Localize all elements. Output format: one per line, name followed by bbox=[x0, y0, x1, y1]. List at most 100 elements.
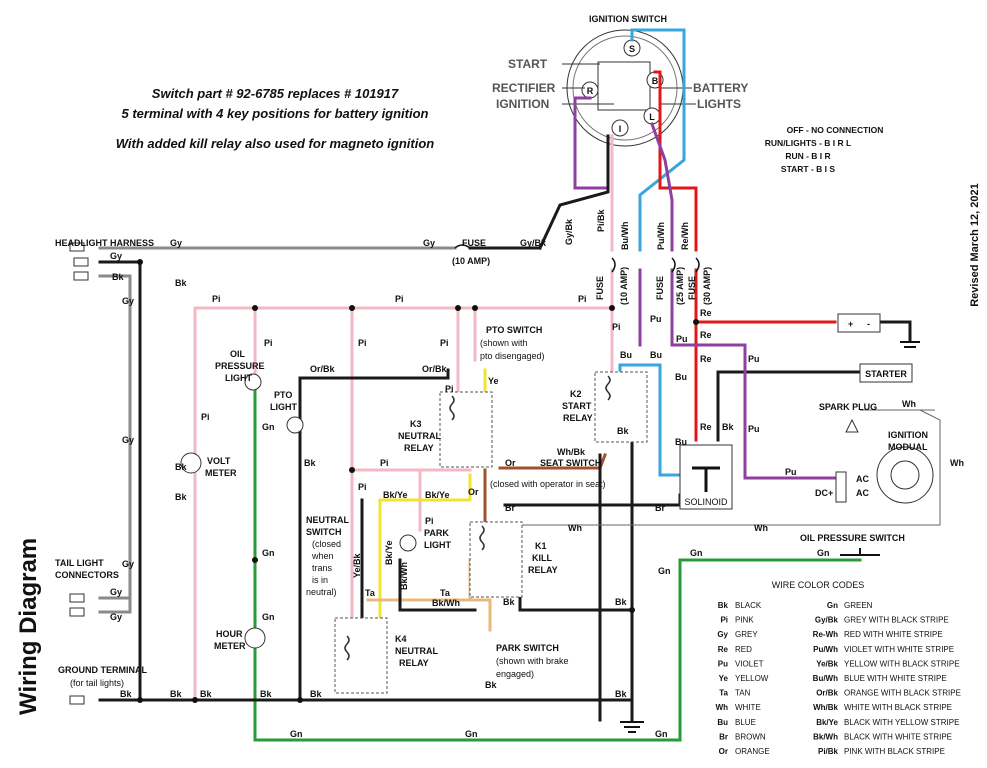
left-code-0: Bk bbox=[718, 601, 729, 610]
label-pu-1: Pu bbox=[650, 314, 662, 324]
label-k2-start: START bbox=[562, 401, 592, 411]
label-bk-10: Bk bbox=[170, 689, 182, 699]
label-bk-7: Bk bbox=[503, 597, 515, 607]
ignition-module bbox=[876, 446, 934, 504]
oil-pressure-light bbox=[244, 373, 262, 391]
label-gn-8: Gn bbox=[690, 548, 703, 558]
label-re-4: Re bbox=[700, 422, 712, 432]
label-k4: K4 bbox=[395, 634, 407, 644]
label-k3-relay: RELAY bbox=[404, 443, 434, 453]
starter-label: STARTER bbox=[865, 369, 907, 379]
label-bk-1: Bk bbox=[112, 272, 124, 282]
label-park-switch-2: (shown with brake bbox=[496, 656, 569, 666]
left-code-3: Re bbox=[718, 645, 729, 654]
right-name-5: BLUE WITH WHITE STRIPE bbox=[844, 674, 947, 683]
spark-plug bbox=[845, 418, 859, 433]
label-or-1: Or bbox=[505, 458, 516, 468]
volt-meter bbox=[180, 452, 202, 474]
label-bk-5: Bk bbox=[175, 492, 187, 502]
header-line-1: Switch part # 92-6785 replaces # 101917 bbox=[152, 86, 399, 101]
color-code-title: WIRE COLOR CODES bbox=[772, 580, 865, 590]
wire-blue-k2 bbox=[618, 363, 692, 477]
right-name-2: RED WITH WHITE STRIPE bbox=[844, 630, 943, 639]
left-code-2: Gy bbox=[717, 630, 728, 639]
label-fuse-30-amp: (30 AMP) bbox=[702, 267, 712, 305]
ac-1: AC bbox=[856, 474, 869, 484]
solenoid-label: SOLINOID bbox=[684, 497, 728, 507]
label-pi-10: Pi bbox=[425, 516, 434, 526]
dc-plus: DC+ bbox=[815, 488, 833, 498]
left-name-3: RED bbox=[735, 645, 752, 654]
label-ta-1: Ta bbox=[365, 588, 376, 598]
label-oil: OIL bbox=[230, 349, 246, 359]
label-bkye-3: Bk/Ye bbox=[384, 540, 394, 565]
left-name-7: WHITE bbox=[735, 703, 761, 712]
page-title: Wiring Diagram bbox=[15, 538, 42, 715]
fuse-10-headlight bbox=[454, 244, 471, 249]
fuse-25 bbox=[671, 257, 676, 273]
label-gn-5: Gn bbox=[465, 729, 478, 739]
label-k3-neutral: NEUTRAL bbox=[398, 431, 441, 441]
label-park: PARK bbox=[424, 528, 449, 538]
right-code-2: Re-Wh bbox=[813, 630, 838, 639]
label-neutral-4: when bbox=[311, 551, 334, 561]
label-re-2: Re bbox=[700, 330, 712, 340]
label-gn-3: Gn bbox=[262, 612, 275, 622]
label-gy-5: Gy bbox=[122, 435, 134, 445]
label-bu-2: Bu bbox=[650, 350, 662, 360]
label-bkwh-1: Bk/Wh bbox=[399, 562, 409, 590]
label-neutral-switch: SWITCH bbox=[306, 527, 342, 537]
label-bk-6: Bk bbox=[617, 426, 629, 436]
label-pu-4: Pu bbox=[748, 424, 760, 434]
label-bk-2: Bk bbox=[175, 278, 187, 288]
left-name-8: BLUE bbox=[735, 718, 756, 727]
left-code-5: Ye bbox=[719, 674, 729, 683]
label-bk-8: Bk bbox=[485, 680, 497, 690]
left-code-8: Bu bbox=[717, 718, 728, 727]
label-pi-4: Pi bbox=[264, 338, 273, 348]
relay-k3 bbox=[439, 391, 493, 468]
label-pu-2: Pu bbox=[676, 334, 688, 344]
label-park-light: LIGHT bbox=[424, 540, 451, 550]
label-bk-3: Bk bbox=[304, 458, 316, 468]
label-oil-pressure: PRESSURE bbox=[215, 361, 265, 371]
terminal-i-label: I bbox=[619, 124, 622, 134]
label-gybk-1: Gy/Bk bbox=[520, 238, 547, 248]
label-bu-1: Bu bbox=[620, 350, 632, 360]
right-name-10: PINK WITH BLACK STRIPE bbox=[844, 747, 945, 756]
right-code-9: Bk/Wh bbox=[813, 732, 838, 741]
ignition-switch-title: IGNITION SWITCH bbox=[589, 14, 667, 24]
label-neutral: NEUTRAL bbox=[306, 515, 349, 525]
ac-2: AC bbox=[856, 488, 869, 498]
right-code-3: Pu/Wh bbox=[813, 645, 838, 654]
right-code-4: Ye/Bk bbox=[816, 659, 838, 668]
label-oil-pressure-switch: OIL PRESSURE SWITCH bbox=[800, 533, 905, 543]
right-code-8: Bk/Ye bbox=[816, 718, 838, 727]
label-pi-11: Pi bbox=[445, 384, 454, 394]
wire-black-battery-neg bbox=[878, 320, 912, 342]
label-bk-16: Bk bbox=[722, 422, 734, 432]
label-neutral-5: trans bbox=[312, 563, 333, 573]
label-gy-6: Gy bbox=[122, 559, 134, 569]
wire-red-battery bbox=[653, 70, 698, 252]
left-name-0: BLACK bbox=[735, 601, 762, 610]
left-name-10: ORANGE bbox=[735, 747, 770, 756]
label-gn-2: Gn bbox=[262, 548, 275, 558]
battery-minus: - bbox=[867, 319, 870, 329]
right-code-5: Bu/Wh bbox=[813, 674, 838, 683]
right-name-7: WHITE WITH BLACK STRIPE bbox=[844, 703, 952, 712]
left-name-9: BROWN bbox=[735, 732, 766, 741]
label-hour-meter: METER bbox=[214, 641, 246, 651]
label-k4-neutral: NEUTRAL bbox=[395, 646, 438, 656]
right-name-3: VIOLET WITH WHITE STRIPE bbox=[844, 645, 954, 654]
right-name-9: BLACK WITH WHITE STRIPE bbox=[844, 732, 952, 741]
label-re-3: Re bbox=[700, 354, 712, 364]
wire-orange-black-pto bbox=[298, 368, 450, 422]
label-br-1: Br bbox=[505, 503, 515, 513]
spark-plug-label: SPARK PLUG bbox=[819, 402, 877, 412]
label-gybk-2: Gy/Bk bbox=[564, 218, 574, 245]
right-name-4: YELLOW WITH BLACK STRIPE bbox=[844, 659, 960, 668]
label-seat-switch-2: (closed with operator in seat) bbox=[490, 479, 606, 489]
